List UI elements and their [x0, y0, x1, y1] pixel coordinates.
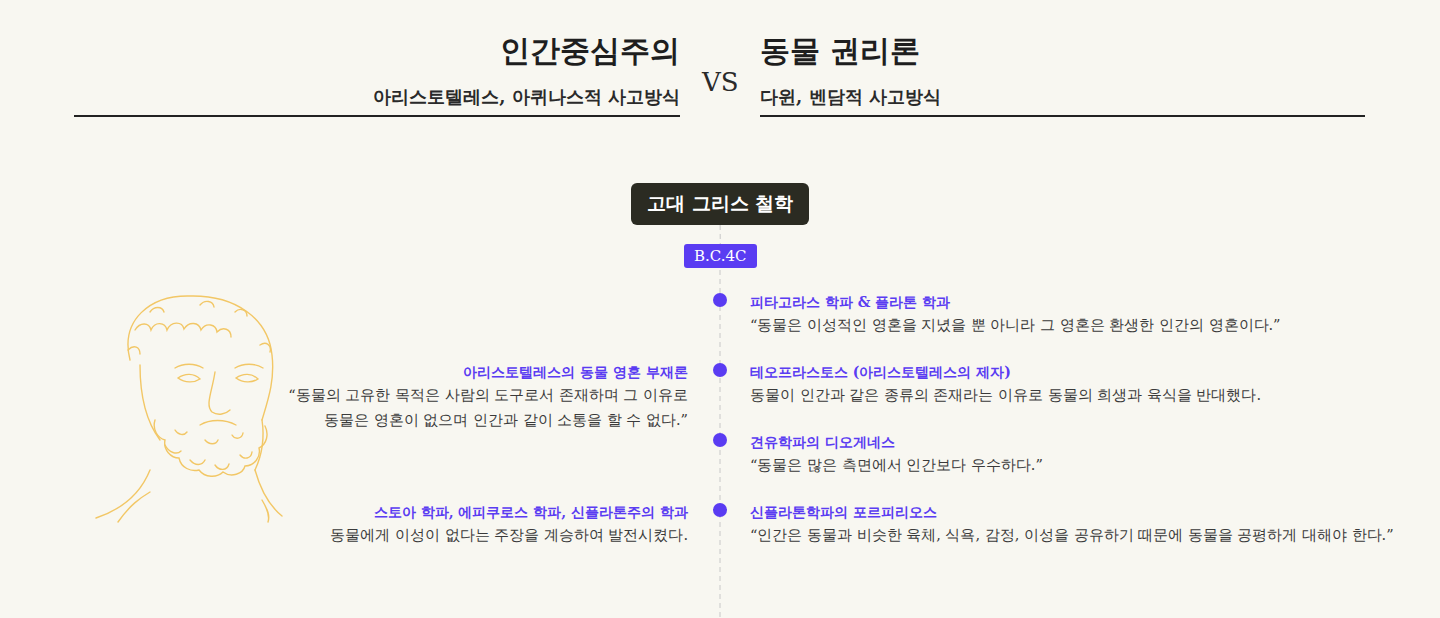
entry-body: 동물이 인간과 같은 종류의 존재라는 이유로 동물의 희생과 육식을 반대했다… — [750, 383, 1261, 408]
header-subtitle: 다윈, 벤담적 사고방식 — [760, 84, 941, 109]
timeline-dot — [713, 503, 727, 517]
timeline-dot — [713, 433, 727, 447]
timeline-connector — [720, 225, 721, 244]
header-subtitle: 아리스토텔레스, 아퀴나스적 사고방식 — [373, 84, 680, 109]
entry-heading: 피타고라스 학파 & 플라톤 학과 — [750, 290, 950, 315]
header-underline — [760, 115, 1365, 117]
entry-heading: 신플라톤학파의 포르피리오스 — [750, 500, 937, 525]
aristotle-bust — [96, 296, 282, 522]
header-title: 인간중심주의 — [500, 38, 680, 63]
entry-heading: 아리스토텔레스의 동물 영혼 부재론 — [463, 360, 688, 385]
entry-heading: 스토아 학파, 에피쿠로스 학파, 신플라톤주의 학과 — [374, 500, 688, 525]
entry-heading: 테오프라스토스 (아리스토텔레스의 제자) — [750, 360, 1011, 385]
era-box: 고대 그리스 철학 — [631, 183, 809, 225]
entry-body: 동물에게 이성이 없다는 주장을 계승하여 발전시켰다. — [330, 523, 688, 548]
entry-heading: 견유학파의 디오게네스 — [750, 430, 895, 455]
node-text: 고대 그리스 철학 — [647, 191, 793, 217]
date-badge: B.C.4C — [684, 244, 757, 268]
header-underline — [74, 115, 680, 117]
entry-body: “동물은 많은 측면에서 인간보다 우수하다.” — [750, 453, 1043, 478]
vs-mark: VS — [702, 70, 739, 95]
timeline-dot — [713, 363, 727, 377]
entry-body: “동물의 고유한 목적은 사람의 도구로서 존재하며 그 이유로 동물은 영혼이… — [278, 383, 688, 433]
node-text: B.C.4C — [694, 247, 747, 265]
entry-body: “인간은 동물과 비슷한 육체, 식욕, 감정, 이성을 공유하기 때문에 동물… — [750, 523, 1394, 548]
entry-body: “동물은 이성적인 영혼을 지녔을 뿐 아니라 그 영혼은 환생한 인간의 영혼… — [750, 313, 1281, 338]
header-title: 동물 권리론 — [760, 38, 920, 63]
timeline-dot — [713, 293, 727, 307]
